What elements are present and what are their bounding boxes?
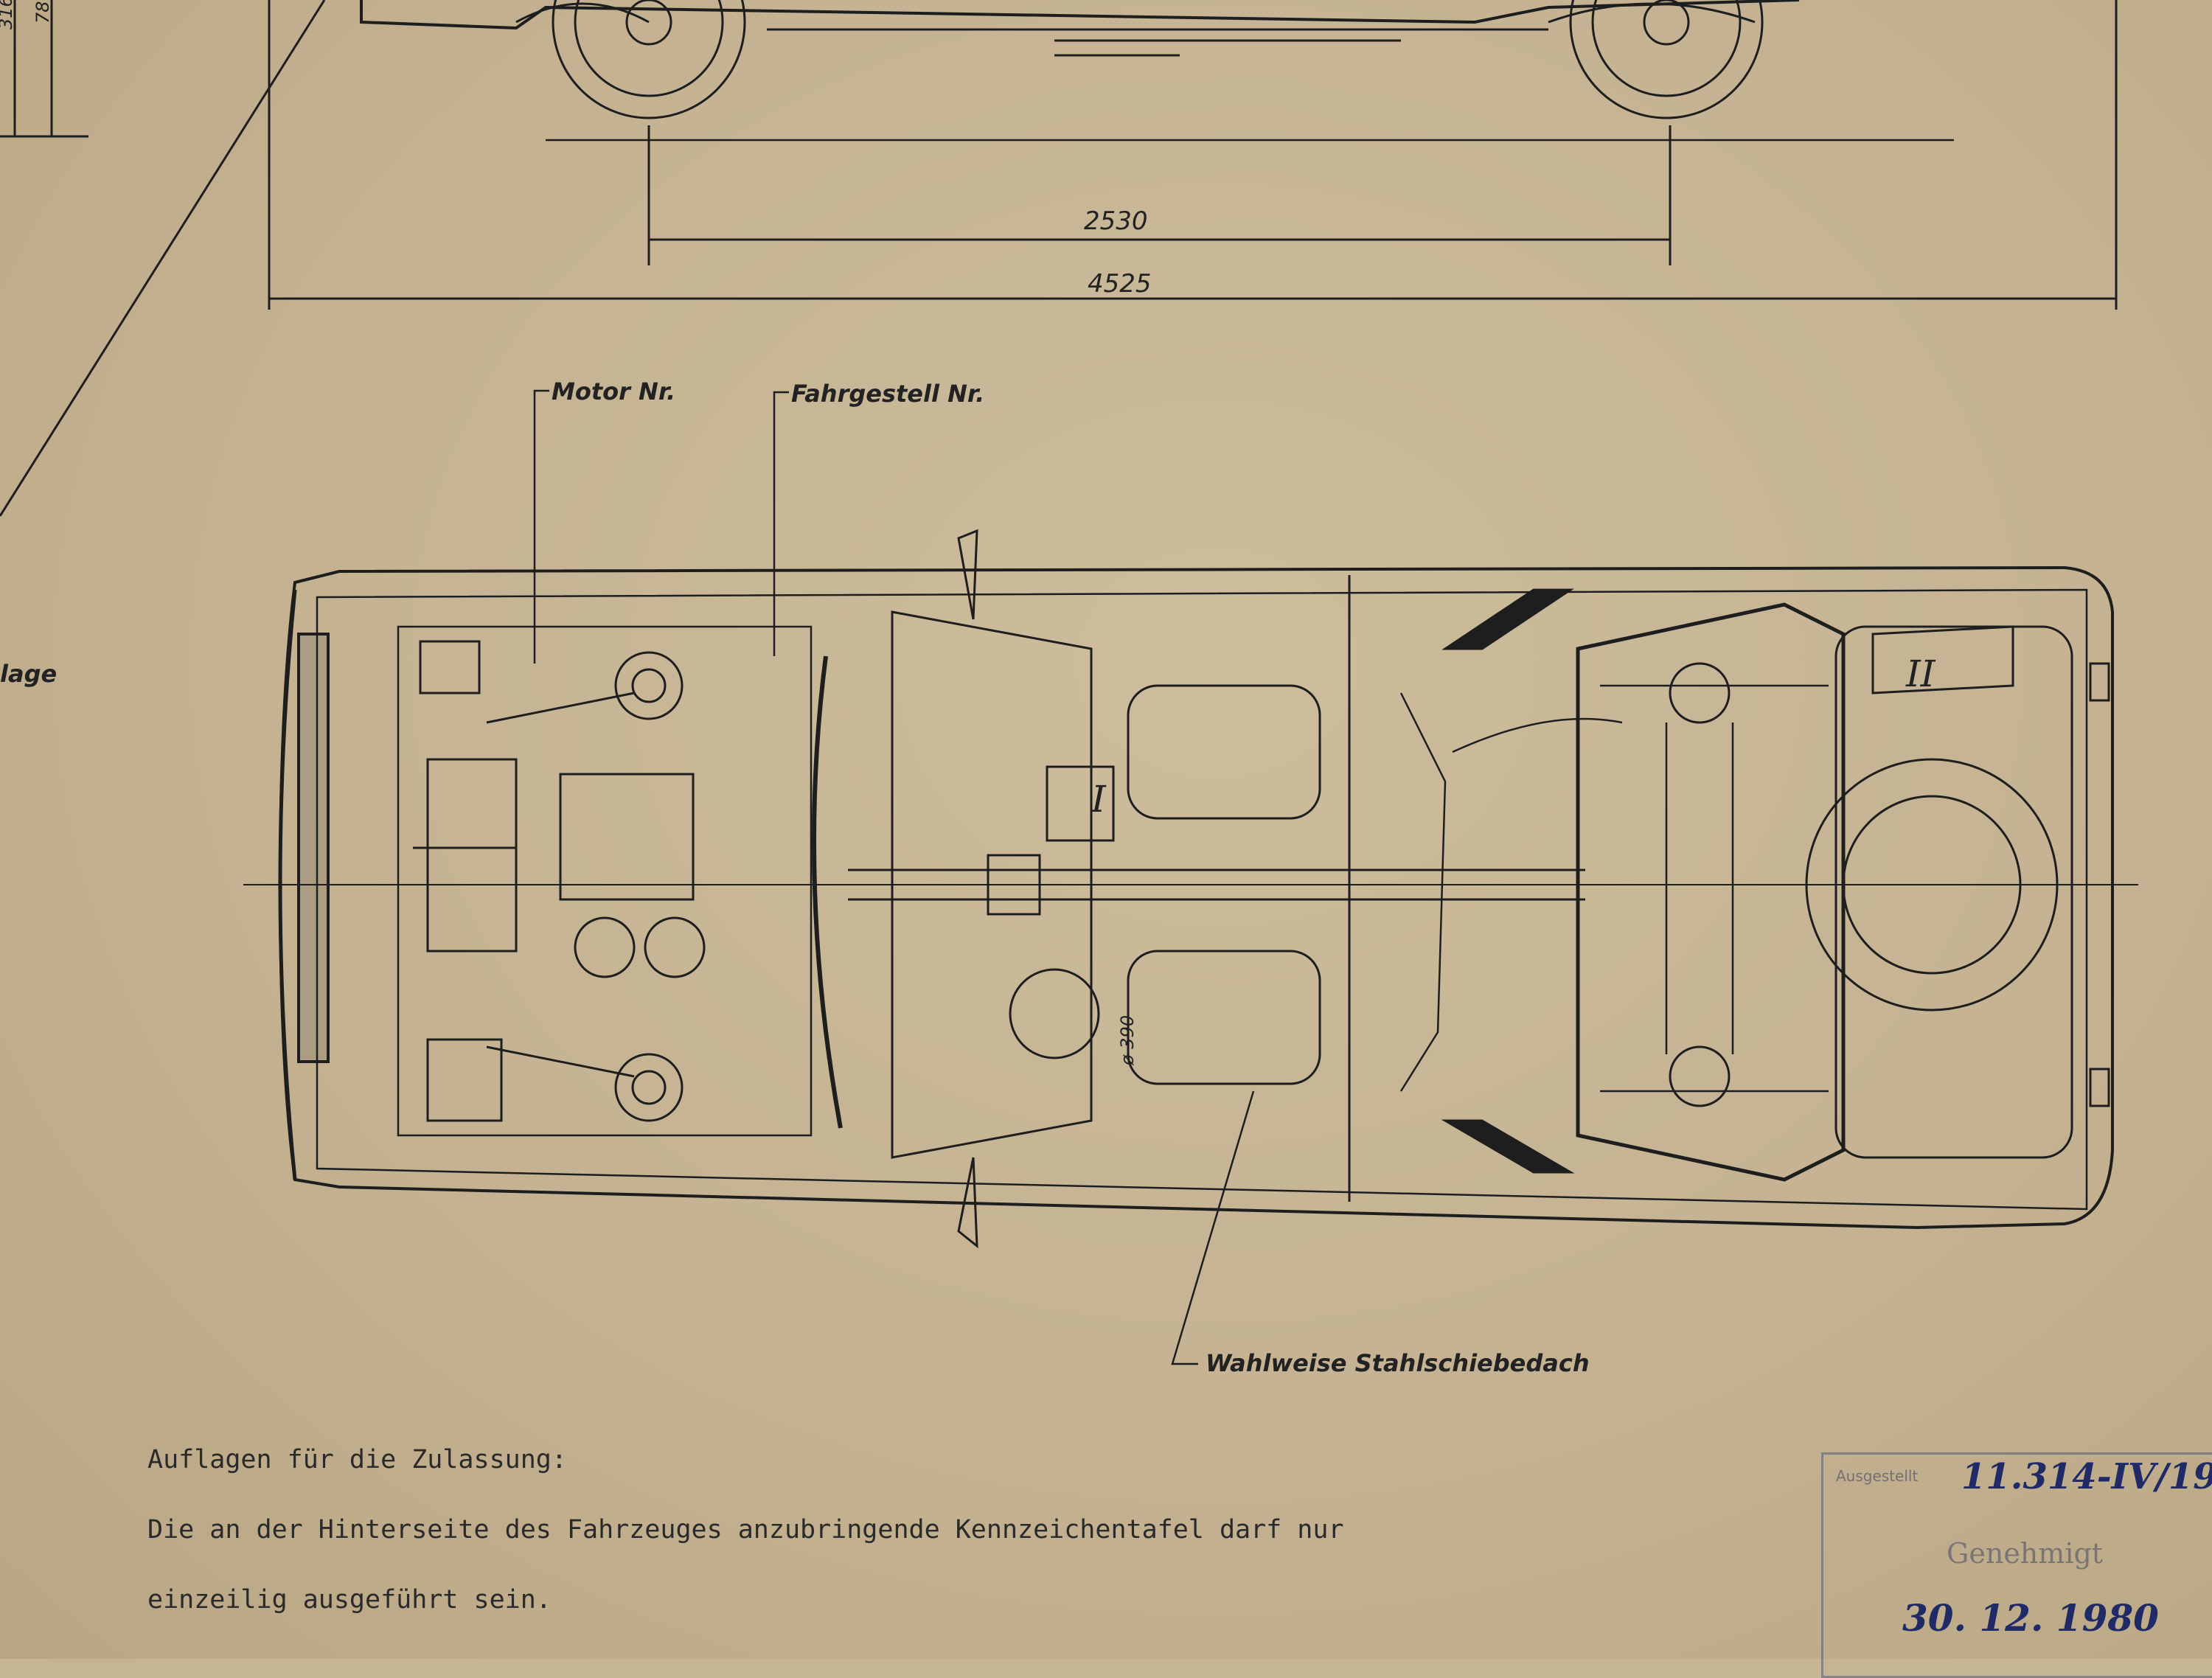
dimension-lines: [268, 0, 2118, 310]
notes-line-1: Die an der Hinterseite des Fahrzeuges an…: [147, 1515, 1344, 1545]
length-label: 4525: [1088, 269, 1152, 299]
spare-wheel: [1805, 758, 2059, 1012]
left-fragment-label: lage: [0, 660, 58, 688]
notes-line-2: einzeilig ausgeführt sein.: [147, 1585, 552, 1615]
stamp-number: 11.314-IV/1980: [1961, 1456, 2212, 1497]
front-wheel: [552, 0, 746, 119]
notes-heading: Auflagen für die Zulassung:: [147, 1445, 567, 1475]
callout-leaders: [533, 389, 1255, 1365]
height-label-2: 78: [32, 1, 53, 24]
diameter-label: ø 390: [1117, 1014, 1138, 1065]
stamp-small-text: Ausgestellt: [1836, 1467, 1919, 1485]
wheelbase-label: 2530: [1084, 206, 1148, 236]
seat-marker-2: [1871, 625, 2014, 694]
seat-row-2-label: II: [1906, 652, 1935, 695]
seat-row-1-label: I: [1091, 778, 1106, 821]
sunroof-label: Wahlweise Stahlschiebedach: [1206, 1349, 1590, 1377]
side-view: [0, 0, 1954, 517]
chassis-number-label: Fahrgestell Nr.: [791, 380, 985, 408]
plan-view: [243, 529, 2138, 1249]
steering-wheel: [1009, 968, 1100, 1059]
stamp-date: 30. 12. 1980: [1902, 1596, 2159, 1640]
height-label: 316: [0, 0, 16, 29]
motor-number-label: Motor Nr.: [552, 377, 676, 405]
stamp-word: Genehmigt: [1947, 1537, 2104, 1570]
rear-wheel: [1569, 0, 1764, 119]
seat-marker-1: [1046, 765, 1115, 842]
